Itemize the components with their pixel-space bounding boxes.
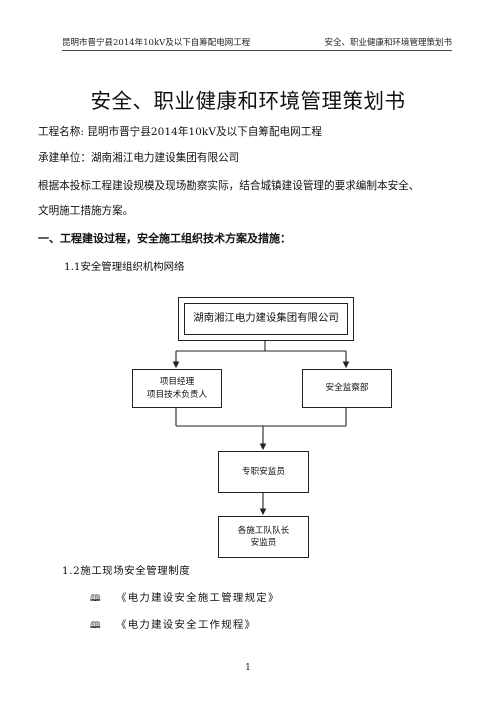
page-number: 1 — [245, 663, 251, 673]
basis-paragraph-line2: 文明施工措施方案。 — [38, 205, 134, 217]
basis-paragraph-line1: 根据本投标工程建设规模及现场勘察实际，结合城镇建设管理的要求编制本安全、 — [38, 180, 420, 192]
org-node-team-line2: 安监员 — [250, 538, 277, 548]
org-node-safety-officer: 专职安监员 — [218, 451, 309, 493]
contractor-line: 承建单位：湖南湘江电力建设集团有限公司 — [38, 152, 240, 164]
document-title: 安全、职业健康和环境管理策划书 — [90, 89, 406, 113]
subsection-site-rules: 1.2施工现场安全管理制度 — [62, 565, 191, 577]
regulation-item: 🕮 《电力建设安全施工管理规定》 — [90, 589, 280, 607]
regulation-item: 🕮 《电力建设安全工作规程》 — [90, 616, 256, 634]
org-node-pm-line1: 项目经理 — [159, 377, 195, 388]
book-icon: 🕮 — [90, 621, 101, 631]
header-project-name: 昆明市晋宁县2014年10kV及以下自筹配电网工程 — [62, 38, 251, 48]
org-node-company-label: 湖南湘江电力建设集团有限公司 — [184, 303, 348, 335]
regulation-title: 《电力建设安全工作规程》 — [116, 619, 257, 631]
org-node-team-leader: 各施工队队长 安监员 — [218, 516, 309, 558]
org-node-pm-line2: 项目技术负责人 — [146, 389, 208, 400]
header-doc-title: 安全、职业健康和环境管理策划书 — [324, 38, 452, 48]
org-node-project-manager: 项目经理 项目技术负责人 — [132, 369, 222, 408]
org-node-safety-supervision: 安全监察部 — [302, 369, 392, 408]
regulation-title: 《电力建设安全施工管理规定》 — [116, 592, 280, 604]
project-name-line: 工程名称: 昆明市晋宁县2014年10kV及以下自筹配电网工程 — [38, 126, 322, 138]
book-icon: 🕮 — [90, 594, 101, 604]
org-node-team-line1: 各施工队队长 — [237, 525, 290, 536]
page-header: 昆明市晋宁县2014年10kV及以下自筹配电网工程 安全、职业健康和环境管理策划… — [62, 36, 452, 51]
subsection-org-network: 1.1安全管理组织机构网络 — [64, 261, 185, 273]
section-heading: 一、工程建设过程，安全施工组织技术方案及措施： — [38, 232, 291, 245]
org-node-company: 湖南湘江电力建设集团有限公司 — [178, 297, 354, 341]
